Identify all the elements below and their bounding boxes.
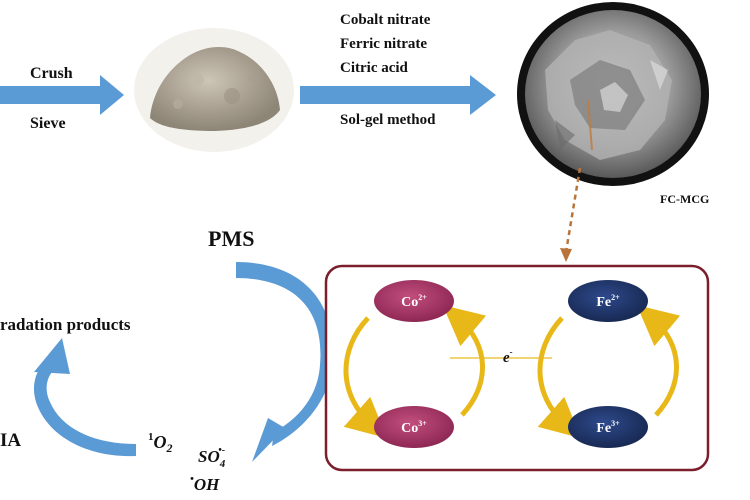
sol-gel-method-label: Sol-gel method bbox=[340, 112, 436, 128]
svg-text:Co2+: Co2+ bbox=[401, 293, 427, 310]
sieve-label: Sieve bbox=[30, 115, 66, 132]
pms-label: PMS bbox=[208, 226, 254, 251]
fe2-ion: Fe2+ bbox=[568, 280, 648, 322]
fe3-ion: Fe3+ bbox=[568, 406, 648, 448]
sem-image bbox=[517, 2, 709, 186]
sol-gel-arrow bbox=[300, 75, 496, 115]
degradation-products-label: radation products bbox=[0, 315, 131, 334]
singlet-oxygen: 1O2 bbox=[148, 431, 173, 455]
sulfate-radical: SO4•- bbox=[198, 445, 226, 470]
svg-text:Fe3+: Fe3+ bbox=[596, 419, 620, 436]
reagent-citric-acid: Citric acid bbox=[340, 60, 409, 76]
pms-activation-arrow bbox=[236, 262, 334, 462]
fc-mcg-label: FC-MCG bbox=[660, 192, 709, 206]
co3-ion: Co3+ bbox=[374, 406, 454, 448]
svg-text:Fe2+: Fe2+ bbox=[596, 293, 620, 310]
reagent-cobalt-nitrate: Cobalt nitrate bbox=[340, 12, 431, 28]
electron-label: e- bbox=[503, 347, 513, 366]
crush-label: Crush bbox=[30, 65, 73, 82]
degradation-arrow bbox=[33, 338, 136, 457]
pollutant-label: IA bbox=[0, 430, 21, 451]
reagent-ferric-nitrate: Ferric nitrate bbox=[340, 36, 427, 52]
powder-image bbox=[134, 28, 294, 152]
dashed-connector-arrow bbox=[560, 167, 582, 262]
reactive-species: 1O2 SO4•- •OH bbox=[148, 431, 226, 494]
co2-ion: Co2+ bbox=[374, 280, 454, 322]
hydroxyl-radical: •OH bbox=[190, 473, 220, 494]
svg-text:Co3+: Co3+ bbox=[401, 419, 427, 436]
crush-sieve-arrow bbox=[0, 75, 124, 115]
